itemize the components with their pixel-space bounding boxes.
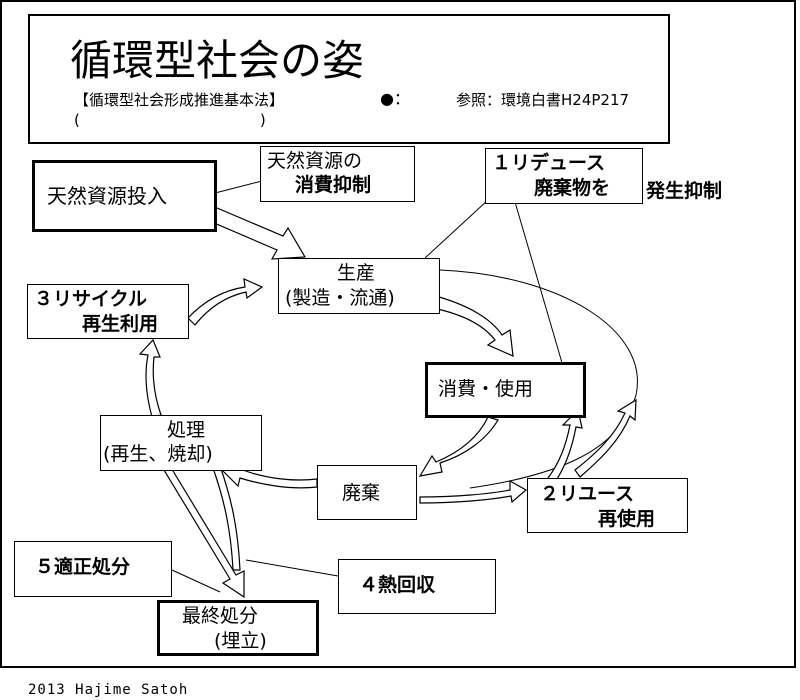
circulation-ellipse [439,269,638,489]
node-final-disposal-line1: 最終処分 [182,605,259,627]
copyright-footer: 2013 Hajime Satoh [28,682,189,698]
node-production-line1: 生産 [337,262,376,284]
arrow-treatment-to-final-2 [212,465,241,571]
arrow-treatment-to-recycle [138,338,162,418]
page-title: 循環型社会の姿 [70,36,365,85]
reference-text: 参照：環境白書H24P217 [456,91,630,109]
node-consumption-label: 消費・使用 [438,378,534,400]
leader-reduce-consume [514,201,566,374]
node-reuse-line1: ２リユース [540,483,635,505]
node-natural-resource-input: 天然資源投入 [32,160,217,232]
law-name: 【循環型社会形成推進基本法】 [74,91,285,109]
node-waste-label: 廃棄 [342,482,381,504]
node-heat-recovery: ４熱回収 [338,559,496,614]
node-treatment-line1: 処理 [167,419,206,441]
node-resource-use-restraint: 天然資源の 消費抑制 [260,146,415,202]
node-final-disposal: 最終処分 (埋立) [157,600,319,656]
arrow-waste-to-reuse [419,479,528,504]
leader-heat-recovery [245,559,339,577]
node-treatment: 処理 (再生、焼却) [100,415,262,471]
node-recycle-line1: ３リサイクル [34,288,148,310]
node-reuse-line2: 再使用 [598,508,656,530]
leader-disposal [171,569,221,593]
node-final-disposal-line2: (埋立) [214,630,267,652]
node-production-line2: (製造・流通) [285,287,395,309]
arrow-production-to-consume [427,294,514,357]
node-reduce-line1: １リデュース [492,152,606,174]
arrow-treatment-to-final [163,465,245,599]
leader-resource-use [214,180,263,194]
node-reduce-line2: 廃棄物を [534,177,611,199]
bullet-label: ●： [380,89,410,108]
title-box: 循環型社会の姿 【循環型社会形成推進基本法】 ●： 参照：環境白書H24P217… [28,14,670,144]
node-proper-disposal: ５適正処分 [14,541,172,597]
node-proper-disposal-label: ５適正処分 [35,556,131,578]
arrow-reuse-to-cycle [574,398,637,478]
node-waste: 廃棄 [317,465,417,520]
node-recycle: ３リサイクル 再生利用 [27,284,189,339]
blank-parentheses: ( ) [74,111,266,129]
node-natural-resource-input-label: 天然資源投入 [47,184,167,208]
arrow-recycle-to-production [187,278,264,326]
node-resource-use-restraint-line2: 消費抑制 [295,174,372,196]
node-production: 生産 (製造・流通) [278,258,440,314]
node-resource-use-restraint-line1: 天然資源の [267,150,363,172]
node-consumption: 消費・使用 [425,362,586,418]
node-treatment-line2: (再生、焼却) [103,443,213,465]
node-heat-recovery-label: ４熱回収 [359,574,436,596]
arrow-reuse-to-consume [547,408,583,483]
outer-frame [0,0,796,668]
arrow-input-to-production [204,204,307,260]
node-reduce: １リデュース 廃棄物を [485,148,643,204]
arrow-consume-to-waste [418,416,499,477]
node-reuse: ２リユース 再使用 [527,478,688,533]
node-recycle-line2: 再生利用 [82,313,159,335]
leader-reduce-production [424,199,489,259]
node-reduce-suffix: 発生抑制 [646,180,723,202]
